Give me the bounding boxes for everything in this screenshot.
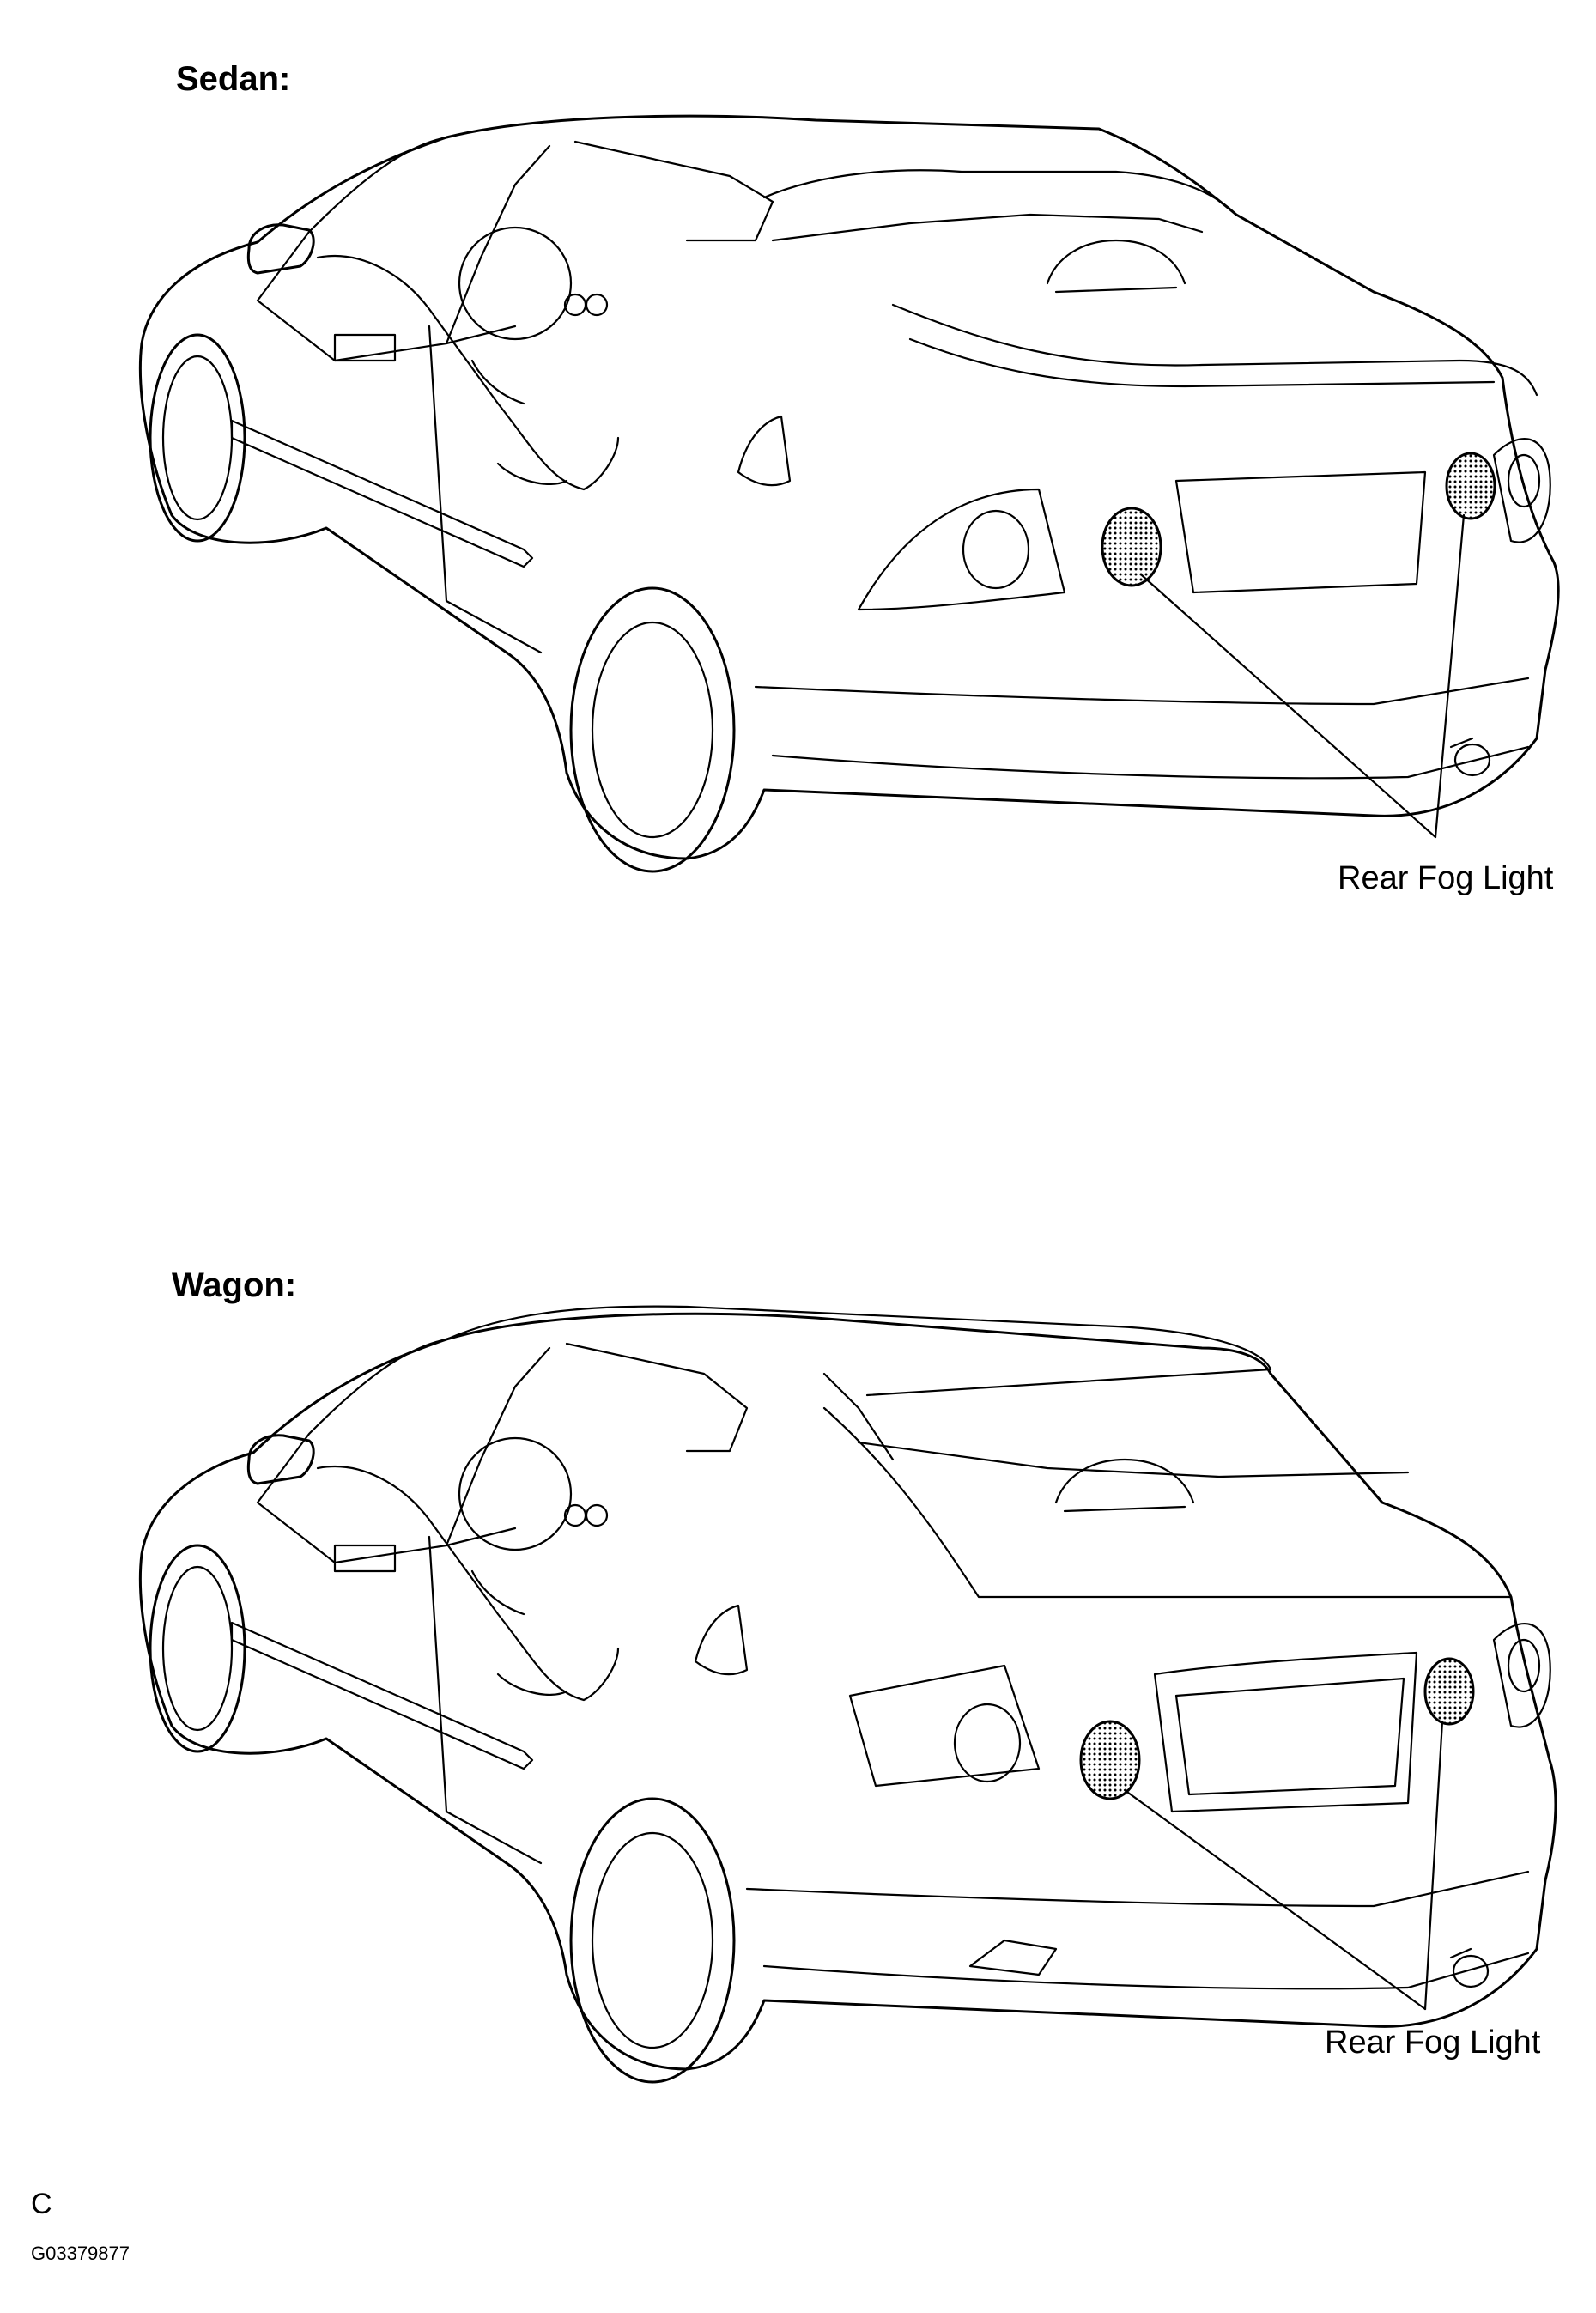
sedan-car-drawing <box>138 114 1560 873</box>
sedan-fog-light-right <box>1445 452 1496 520</box>
wagon-fog-light-right <box>1423 1657 1475 1726</box>
figure-id: G03379877 <box>31 2243 130 2264</box>
sedan-rear-fog-light-label: Rear Fog Light <box>1338 860 1554 896</box>
sedan-heading: Sedan: <box>176 60 291 98</box>
wagon-fog-light-left <box>1079 1720 1141 1800</box>
wagon-car-drawing <box>138 1305 1557 2084</box>
sedan-fog-light-left <box>1101 507 1162 587</box>
wagon-rear-fog-light-label: Rear Fog Light <box>1325 2025 1541 2061</box>
wagon-heading: Wagon: <box>172 1266 297 1304</box>
corner-code: C <box>31 2188 52 2220</box>
